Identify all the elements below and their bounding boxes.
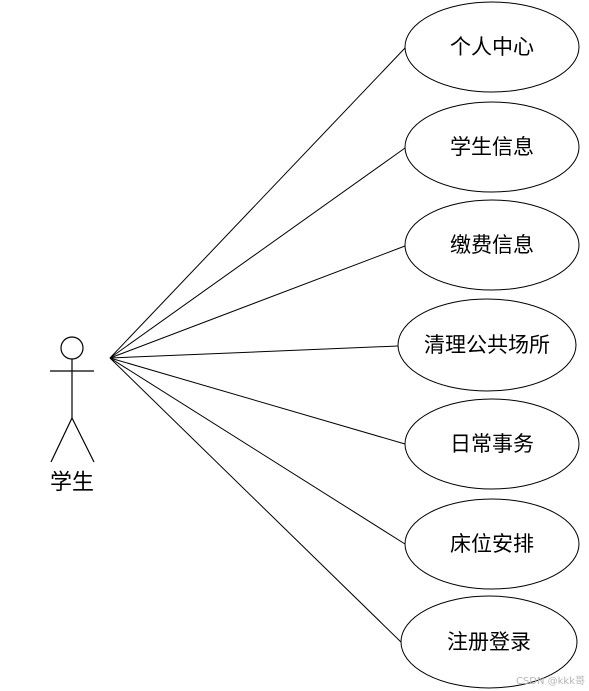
- use-case-register-login[interactable]: 注册登录: [400, 595, 578, 689]
- association-lines: [109, 47, 406, 645]
- association-line: [109, 357, 406, 545]
- watermark: CSDN @kkk哥: [516, 675, 585, 687]
- association-line: [109, 357, 404, 645]
- association-line: [109, 47, 406, 359]
- actor-student[interactable]: 学生: [50, 336, 95, 496]
- actor-head: [60, 336, 84, 360]
- use-case-label: 日常事务: [450, 432, 534, 456]
- use-case-clean-public-areas[interactable]: 清理公共场所: [397, 298, 577, 392]
- use-case-label: 注册登录: [447, 630, 531, 654]
- use-case-label: 缴费信息: [450, 233, 534, 257]
- association-line: [109, 357, 406, 445]
- use-case-ellipse: [404, 1, 580, 93]
- use-case-label: 床位安排: [450, 532, 534, 556]
- association-line: [109, 245, 406, 359]
- association-line: [109, 147, 406, 359]
- actor-right-leg: [71, 417, 95, 463]
- use-case-ellipse: [404, 398, 580, 490]
- association-line: [109, 345, 399, 359]
- actor-label: 学生: [50, 471, 94, 496]
- use-case-label: 个人中心: [450, 35, 534, 59]
- use-case-ellipse: [397, 298, 577, 392]
- use-case-individual-center[interactable]: 个人中心: [404, 1, 580, 93]
- use-case-label: 学生信息: [450, 135, 534, 159]
- actor-left-leg: [50, 417, 73, 463]
- use-case-payment-info[interactable]: 缴费信息: [404, 199, 580, 291]
- use-case-label: 清理公共场所: [424, 333, 550, 357]
- use-case-ellipse: [404, 101, 580, 193]
- use-case-student-info[interactable]: 学生信息: [404, 101, 580, 193]
- use-case-ellipse: [404, 498, 580, 590]
- use-case-ellipse: [404, 199, 580, 291]
- use-case-daily-affairs[interactable]: 日常事务: [404, 398, 580, 490]
- use-case-ellipse: [400, 595, 578, 689]
- use-case-bed-arrangement[interactable]: 床位安排: [404, 498, 580, 590]
